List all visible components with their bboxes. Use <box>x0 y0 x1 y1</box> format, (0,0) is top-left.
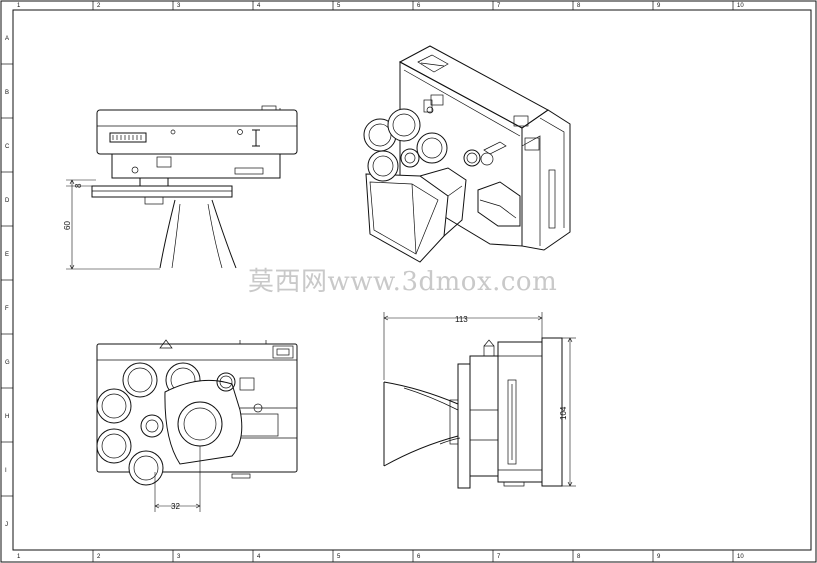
column-label: 3 <box>177 3 181 9</box>
side-view <box>383 312 576 489</box>
row-label: D <box>5 198 10 204</box>
column-label: 7 <box>497 3 501 9</box>
column-label: 4 <box>257 3 261 9</box>
plan-view <box>96 339 298 512</box>
row-label: I <box>5 468 7 474</box>
column-label: 1 <box>17 554 21 560</box>
row-label: C <box>5 144 10 150</box>
dim-plan-width-label: 32 <box>171 502 180 511</box>
column-label: 7 <box>497 554 501 560</box>
column-label: 5 <box>337 554 341 560</box>
row-label: A <box>5 36 9 42</box>
column-label: 4 <box>257 554 261 560</box>
row-label: J <box>5 522 8 528</box>
front-elevation-view <box>66 105 298 270</box>
row-label: F <box>5 306 9 312</box>
row-markers: A B C D E F G H I J <box>1 36 13 528</box>
column-label: 6 <box>417 554 421 560</box>
isometric-view <box>363 45 571 263</box>
dim-side-depth-label: 113 <box>455 315 468 324</box>
column-label: 2 <box>97 554 101 560</box>
column-label: 10 <box>737 3 744 9</box>
watermark-text: 莫西网www.3dmox.com <box>248 267 557 297</box>
row-label: B <box>5 90 9 96</box>
column-label: 9 <box>657 3 661 9</box>
column-label: 9 <box>657 554 661 560</box>
column-label: 8 <box>577 554 581 560</box>
row-label: H <box>5 414 9 420</box>
dim-front-stand-label: 60 <box>63 221 72 230</box>
row-label: G <box>5 360 10 366</box>
column-label: 5 <box>337 3 341 9</box>
dim-front-height-label: 8 <box>74 183 83 188</box>
column-label: 8 <box>577 3 581 9</box>
column-label: 10 <box>737 554 744 560</box>
column-label: 3 <box>177 554 181 560</box>
row-label: E <box>5 252 9 258</box>
column-markers: 1 1 2 2 3 3 4 4 5 5 6 6 7 7 8 8 9 9 10 10 <box>17 1 744 562</box>
column-label: 1 <box>17 3 21 9</box>
column-label: 2 <box>97 3 101 9</box>
column-label: 6 <box>417 3 421 9</box>
dim-side-height-label: 104 <box>559 406 568 420</box>
